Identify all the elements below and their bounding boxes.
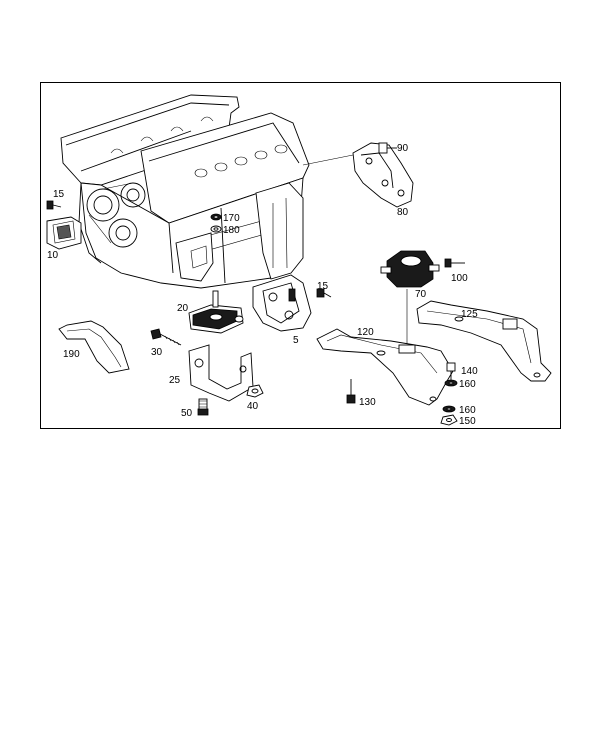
label-50: 50 <box>181 408 193 419</box>
washer-160-upper <box>444 379 458 387</box>
label-125: 125 <box>461 309 478 320</box>
label-80: 80 <box>397 207 409 218</box>
rubber-mount-20 <box>188 290 244 334</box>
bracket-25 <box>188 344 254 402</box>
bolt-15-left <box>46 200 62 210</box>
transmission-mount-70 <box>380 250 440 345</box>
label-160-lower: 160 <box>459 405 476 416</box>
label-130: 130 <box>359 397 376 408</box>
washer-160-lower <box>442 405 456 413</box>
part-labels: 5 10 15 15 20 25 30 40 50 70 80 90 100 1… <box>47 143 478 427</box>
washer-180 <box>210 225 222 233</box>
heat-shield-190 <box>58 320 130 374</box>
label-190: 190 <box>63 349 80 360</box>
bolt-15-right <box>316 288 332 298</box>
cover-plate-10 <box>46 216 82 250</box>
label-10: 10 <box>47 250 59 261</box>
mount-bracket-5 <box>252 274 312 332</box>
crossmember-120 <box>316 328 454 406</box>
crossmember-125 <box>416 300 552 382</box>
nut-150 <box>440 414 458 426</box>
label-25: 25 <box>169 375 181 386</box>
label-140: 140 <box>461 366 478 377</box>
label-5: 5 <box>293 335 299 346</box>
leader-line <box>302 154 354 166</box>
label-40: 40 <box>247 401 259 412</box>
engine-block <box>60 94 310 289</box>
bolt-30 <box>150 328 182 346</box>
label-100: 100 <box>451 273 468 284</box>
nut-170 <box>210 213 222 221</box>
label-120: 120 <box>357 327 374 338</box>
label-180: 180 <box>223 225 240 236</box>
label-15-left: 15 <box>53 189 65 200</box>
label-160-upper: 160 <box>459 379 476 390</box>
label-90: 90 <box>397 143 409 154</box>
parts-diagram: 5 10 15 15 20 25 30 40 50 70 80 90 100 1… <box>46 94 552 427</box>
bolt-90 <box>378 142 397 154</box>
label-15-right: 15 <box>317 281 329 292</box>
nut-40 <box>246 384 264 398</box>
bolt-140 <box>446 362 456 381</box>
label-30: 30 <box>151 347 163 358</box>
label-150: 150 <box>459 416 476 427</box>
label-170: 170 <box>223 213 240 224</box>
label-70: 70 <box>415 289 427 300</box>
bolt-130 <box>346 379 356 404</box>
label-20: 20 <box>177 303 189 314</box>
parts-diagram-frame: 5 10 15 15 20 25 30 40 50 70 80 90 100 1… <box>40 82 561 429</box>
bolt-100 <box>444 258 465 268</box>
bolt-50 <box>197 398 209 416</box>
